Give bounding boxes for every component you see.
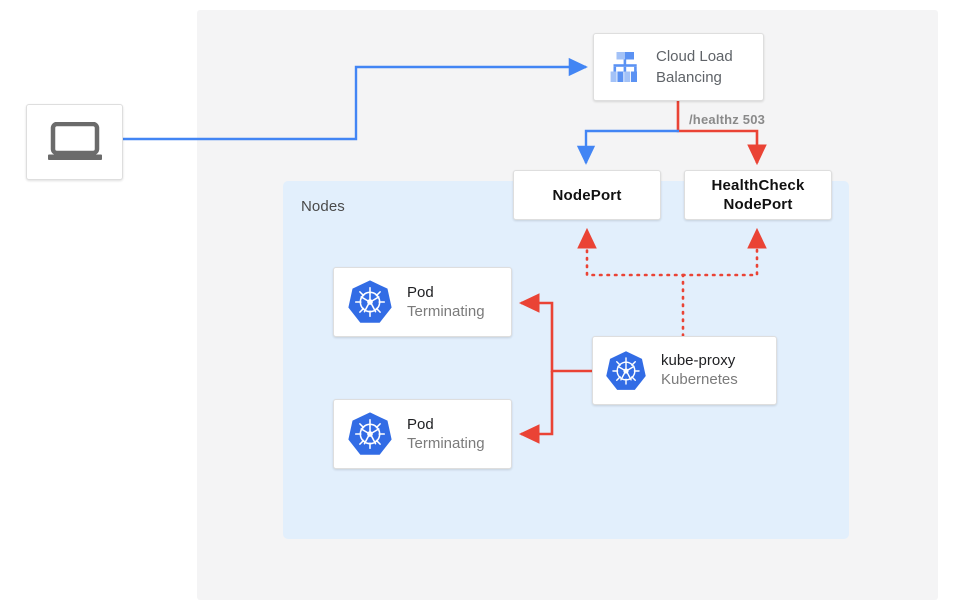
cloud-load-balancing-line1: Cloud Load (656, 48, 733, 65)
cloud-load-balancing-icon (610, 52, 637, 82)
kubernetes-icon (348, 280, 392, 323)
healthcheck-nodeport-label: HealthCheck NodePort (711, 176, 804, 214)
client-card (26, 104, 123, 180)
pod-title: Pod (407, 415, 434, 433)
pod-card: Pod Terminating (333, 399, 512, 469)
pod-title: Pod (407, 283, 434, 301)
pod-status: Terminating (407, 302, 485, 320)
healthcheck-nodeport-line1: HealthCheck (711, 177, 805, 194)
nodeport-card: NodePort (513, 170, 661, 220)
kube-proxy-label: kube-proxy Kubernetes (661, 351, 738, 390)
cloud-load-balancing-label: Cloud Load Balancing (656, 46, 733, 88)
pod-card: Pod Terminating (333, 267, 512, 337)
kubernetes-icon (606, 350, 646, 390)
healthcheck-nodeport-card: HealthCheck NodePort (684, 170, 832, 220)
pod-status: Terminating (407, 434, 485, 452)
kube-proxy-subtitle: Kubernetes (661, 371, 738, 388)
kube-proxy-card: kube-proxy Kubernetes (592, 336, 777, 405)
cloud-load-balancing-card: Cloud Load Balancing (593, 33, 764, 101)
healthz-label: /healthz 503 (689, 112, 766, 127)
pod-label: Pod Terminating (407, 415, 485, 454)
healthcheck-nodeport-line2: NodePort (723, 196, 793, 213)
laptop-icon (47, 122, 102, 160)
cloud-load-balancing-line2: Balancing (656, 69, 722, 86)
nodeport-label: NodePort (552, 186, 622, 204)
pod-label: Pod Terminating (407, 283, 485, 322)
kubernetes-icon (348, 412, 392, 455)
nodes-label: Nodes (301, 198, 345, 215)
kube-proxy-title: kube-proxy (661, 352, 736, 369)
